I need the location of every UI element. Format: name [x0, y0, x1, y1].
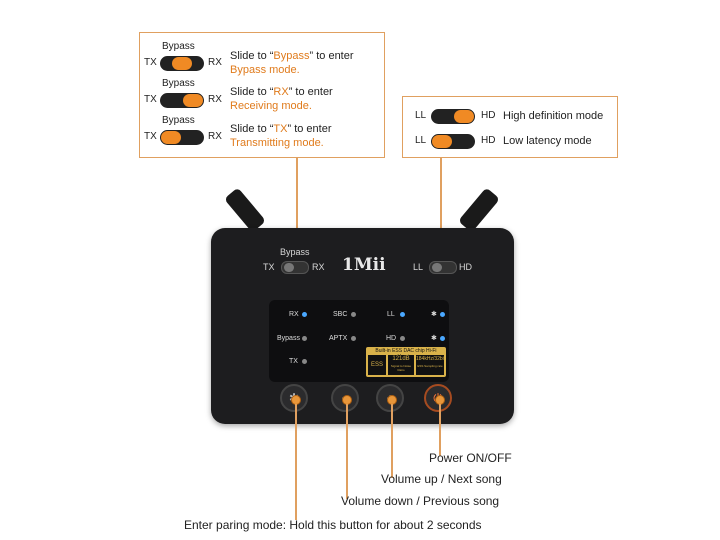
- switch-right-label: HD: [481, 135, 496, 146]
- led-label-hd: HD: [386, 335, 397, 342]
- led-label-aptx: APTX: [329, 335, 348, 342]
- pairing-label: Enter paring mode: Hold this button for …: [184, 518, 482, 532]
- right-antenna: [457, 187, 501, 233]
- ess-snr: 121dB Signal to Noise Ratio: [388, 355, 414, 375]
- volume-down-label: Volume down / Previous song: [341, 494, 500, 508]
- latency-description: Low latency mode: [503, 135, 592, 147]
- device-rx-label: RX: [312, 262, 325, 272]
- mode-description: Slide to “Bypass” to enter Bypass mode.: [230, 50, 354, 76]
- led-aptx: [351, 336, 356, 341]
- switch-left-label: TX: [144, 131, 157, 142]
- bluetooth-icon: ✱: [431, 335, 437, 342]
- callout-connector: [296, 157, 298, 263]
- switch-right-label: RX: [208, 57, 222, 68]
- toggle-switch-tx: [160, 130, 204, 145]
- bluetooth-icon: ✱: [431, 311, 437, 318]
- switch-right-label: HD: [481, 110, 496, 121]
- latency-switch-callout: LL HD High definition mode LL HD Low lat…: [402, 96, 618, 158]
- callout-connector: [440, 157, 442, 263]
- switch-left-label: TX: [144, 57, 157, 68]
- toggle-switch-ll: [431, 134, 475, 149]
- leader-line-vol-up: [391, 404, 393, 478]
- device-tx-label: TX: [263, 262, 275, 272]
- ess-sampling-rate: 184kHz/32bit ESS Sampling rate: [416, 355, 445, 375]
- led-label-ll: LL: [387, 311, 395, 318]
- latency-description: High definition mode: [503, 110, 604, 122]
- leader-line-vol-down: [346, 404, 348, 499]
- switch-left-label: TX: [144, 94, 157, 105]
- toggle-switch-hd: [431, 109, 475, 124]
- led-tx: [302, 359, 307, 364]
- led-bluetooth: [440, 312, 445, 317]
- switch-right-label: RX: [208, 131, 222, 142]
- device-bypass-label: Bypass: [280, 247, 310, 257]
- power-label: Power ON/OFF: [429, 451, 512, 465]
- switch-left-label: LL: [415, 110, 427, 121]
- toggle-switch-bypass: [160, 56, 204, 71]
- switch-right-label: RX: [208, 94, 222, 105]
- leader-line-power: [439, 404, 441, 456]
- led-sbc: [351, 312, 356, 317]
- brand-logo: 1Mii: [342, 255, 386, 275]
- led-hd: [400, 336, 405, 341]
- ess-logo: ESS: [368, 355, 386, 375]
- status-panel: RX SBC LL ✱ Bypass APTX HD ✱ TX Built-in…: [269, 300, 449, 382]
- mode-description: Slide to “RX” to enter Receiving mode.: [230, 86, 333, 112]
- led-rx: [302, 312, 307, 317]
- switch-top-label: Bypass: [162, 78, 195, 89]
- led-bluetooth-2: [440, 336, 445, 341]
- leader-line-pairing: [295, 404, 297, 520]
- device-ll-label: LL: [413, 262, 424, 272]
- mode-description: Slide to “TX” to enter Transmitting mode…: [230, 123, 332, 149]
- switch-top-label: Bypass: [162, 41, 195, 52]
- device-latency-switch[interactable]: [429, 261, 457, 274]
- led-label-tx: TX: [289, 358, 298, 365]
- ess-dac-badge: Built-in ESS DAC chip Hi-Fi Version ESS …: [366, 347, 446, 377]
- left-antenna: [223, 187, 267, 233]
- volume-up-label: Volume up / Next song: [381, 472, 502, 486]
- led-label-rx: RX: [289, 311, 299, 318]
- toggle-switch-rx: [160, 93, 204, 108]
- switch-left-label: LL: [415, 135, 427, 146]
- device-hd-label: HD: [459, 262, 472, 272]
- led-label-bypass: Bypass: [277, 335, 300, 342]
- led-ll: [400, 312, 405, 317]
- switch-top-label: Bypass: [162, 115, 195, 126]
- device-mode-switch[interactable]: [281, 261, 309, 274]
- mode-switch-callout: Bypass TX RX Slide to “Bypass” to enter …: [139, 32, 385, 158]
- led-label-sbc: SBC: [333, 311, 348, 318]
- bluetooth-transmitter-device: Bypass TX RX 1Mii LL HD RX SBC LL ✱ Bypa…: [211, 228, 514, 424]
- led-bypass: [302, 336, 307, 341]
